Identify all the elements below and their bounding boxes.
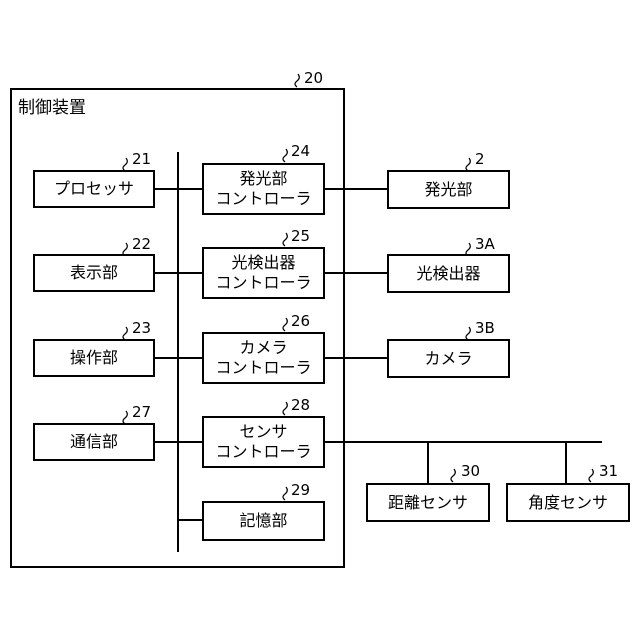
processor-box: プロセッサ — [33, 170, 155, 208]
camera-controller-line2: コントローラ — [215, 358, 311, 378]
operation-ref: 23 — [132, 320, 151, 336]
sensor-controller-box: センサ コントローラ — [202, 416, 325, 468]
display-box: 表示部 — [33, 254, 155, 292]
storage-box: 記憶部 — [202, 501, 325, 541]
sensor-controller-ref: 28 — [291, 397, 310, 413]
storage-label: 記憶部 — [239, 511, 287, 531]
detector-controller-line1: 光検出器 — [231, 253, 295, 273]
controller-ref: 20 — [304, 70, 323, 86]
communication-box: 通信部 — [33, 423, 155, 461]
leader-31 — [589, 469, 593, 482]
leader-28 — [283, 402, 287, 415]
leader-25 — [283, 233, 287, 246]
emitter-label: 発光部 — [424, 180, 472, 200]
leader-20 — [295, 74, 299, 87]
detector-controller-line2: コントローラ — [215, 273, 311, 293]
angle-sensor-box: 角度センサ — [506, 483, 630, 522]
leader-26 — [283, 318, 287, 331]
detector-controller-ref: 25 — [291, 228, 310, 244]
detector-label: 光検出器 — [416, 264, 480, 284]
leader-30 — [451, 469, 455, 482]
operation-box: 操作部 — [33, 339, 155, 377]
communication-ref: 27 — [132, 404, 151, 420]
emitter-box: 発光部 — [387, 170, 510, 209]
emitter-controller-line2: コントローラ — [215, 189, 311, 209]
display-label: 表示部 — [70, 263, 118, 283]
detector-controller-box: 光検出器 コントローラ — [202, 247, 325, 299]
communication-label: 通信部 — [70, 432, 118, 452]
distance-sensor-box: 距離センサ — [366, 483, 490, 522]
angle-sensor-label: 角度センサ — [528, 493, 608, 513]
distance-sensor-ref: 30 — [461, 463, 480, 479]
processor-ref: 21 — [132, 151, 151, 167]
camera-controller-box: カメラ コントローラ — [202, 332, 325, 384]
camera-controller-line1: カメラ — [239, 338, 287, 358]
camera-label: カメラ — [424, 349, 472, 369]
sensor-controller-line2: コントローラ — [215, 442, 311, 462]
angle-sensor-ref: 31 — [599, 463, 618, 479]
detector-box: 光検出器 — [387, 254, 510, 293]
sensor-controller-line1: センサ — [239, 422, 287, 442]
emitter-ref: 2 — [475, 151, 485, 167]
camera-ref: 3B — [475, 320, 495, 336]
camera-controller-ref: 26 — [291, 313, 310, 329]
emitter-controller-box: 発光部 コントローラ — [202, 163, 325, 215]
processor-label: プロセッサ — [54, 179, 134, 199]
distance-sensor-label: 距離センサ — [388, 493, 468, 513]
detector-ref: 3A — [475, 236, 495, 252]
operation-label: 操作部 — [70, 348, 118, 368]
storage-ref: 29 — [291, 482, 310, 498]
emitter-controller-ref: 24 — [291, 143, 310, 159]
leader-29 — [283, 487, 287, 500]
controller-title: 制御装置 — [18, 98, 86, 118]
display-ref: 22 — [132, 236, 151, 252]
emitter-controller-line1: 発光部 — [239, 169, 287, 189]
leader-24 — [283, 149, 287, 162]
camera-box: カメラ — [387, 339, 510, 378]
